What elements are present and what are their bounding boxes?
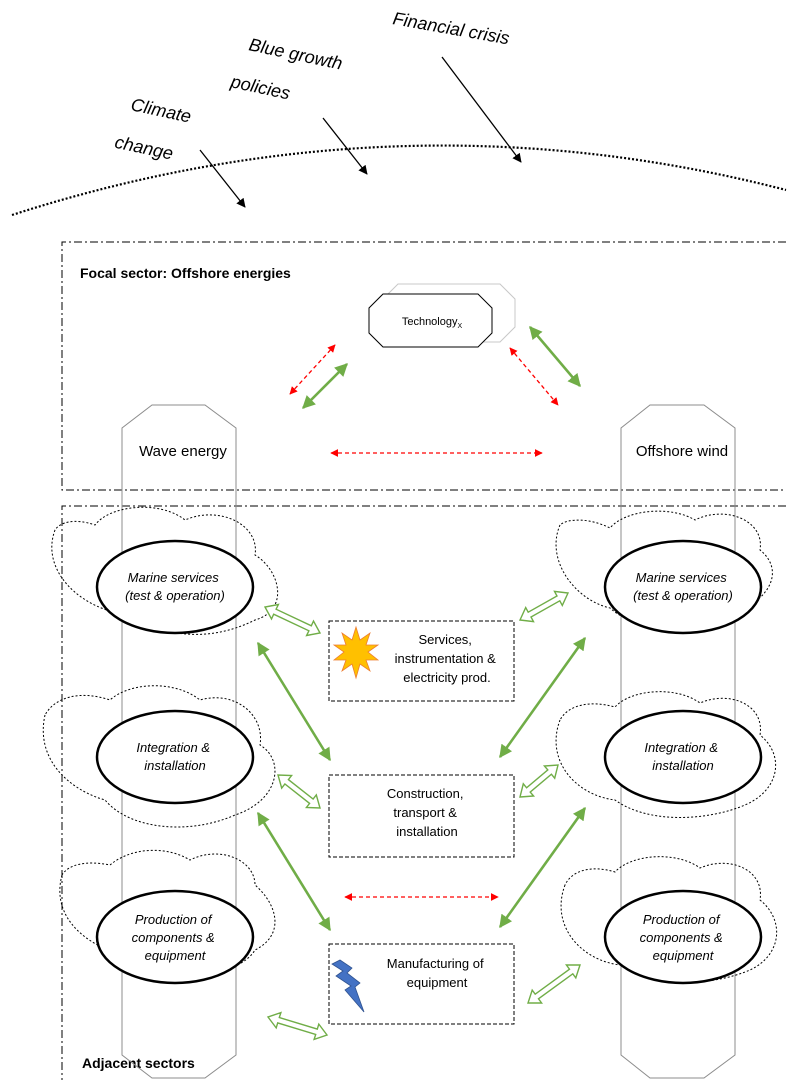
climate-arrow [199, 149, 246, 208]
double-arrow-left-integration-construction [277, 774, 321, 809]
technology-octagon [368, 293, 493, 348]
green-arrow-right-marine-construction [498, 636, 587, 759]
ellipse-right-production-label: Production of components & equipment [640, 912, 727, 963]
adjacent-sectors-boundary [61, 505, 786, 1080]
ellipse-left-production [95, 889, 255, 985]
red-arrow-right-tech [509, 347, 559, 406]
green-arrow-left-tech [302, 363, 348, 409]
green-arrow-left-marine-construction [256, 641, 332, 762]
pillar-label-wind: Offshore wind [636, 443, 728, 460]
green-arrow-right-tech [529, 326, 581, 387]
ellipse-right-integration-label: Integration & installation [644, 740, 721, 773]
financial-arrow [441, 56, 522, 163]
horizon-curve [11, 144, 787, 217]
cloud-right-1 [555, 510, 773, 628]
ellipse-left-integration-label: Integration & installation [136, 740, 213, 773]
double-arrow-left-production-manufacturing [266, 1011, 329, 1041]
svg-text:Blue growth policies: Blue growth policies [228, 32, 349, 114]
external-force-climate: Climate change [113, 93, 246, 208]
external-force-financial: Financial crisis [391, 8, 522, 163]
pillar-wave-energy [121, 404, 237, 1079]
double-arrow-right-production-manufacturing [527, 964, 581, 1004]
blue-growth-arrow [322, 117, 368, 175]
focal-sector-boundary [61, 241, 786, 491]
ellipse-left-production-label: Production of components & equipment [132, 912, 219, 963]
pillar-label-wave: Wave energy [139, 443, 227, 460]
lightning-icon [331, 959, 365, 1013]
box-construction-label: Construction, transport & installation [387, 786, 467, 839]
pillar-offshore-wind [620, 404, 736, 1079]
technology-label: TechnologyX [402, 316, 463, 330]
green-arrow-left-integration-manufacturing [256, 811, 332, 932]
ellipse-left-integration [95, 709, 255, 805]
double-arrow-right-integration-construction [519, 764, 559, 798]
ellipse-right-marine-label: Marine services (test & operation) [633, 570, 733, 603]
svg-text:Climate change: Climate change [113, 93, 198, 167]
green-arrow-right-integration-manufacturing [498, 806, 587, 929]
sun-icon [332, 625, 380, 680]
ellipse-right-marine-services [603, 539, 763, 635]
box-manufacturing-label: Manufacturing of equipment [387, 956, 487, 990]
box-construction [328, 774, 515, 858]
cloud-left-1 [51, 506, 279, 635]
cloud-right-3 [560, 856, 778, 983]
ellipse-left-marine-label: Marine services (test & operation) [125, 570, 225, 603]
red-arrow-left-tech [289, 344, 336, 395]
double-arrow-right-marine-services [518, 590, 570, 623]
svg-text:Financial crisis: Financial crisis [391, 8, 511, 48]
adjacent-sectors-title: Adjacent sectors [82, 1055, 195, 1071]
box-manufacturing [328, 943, 515, 1025]
ellipse-right-integration [603, 709, 763, 805]
double-arrow-left-marine-services [263, 603, 322, 637]
ellipse-right-production [603, 889, 763, 985]
ellipse-left-marine-services [95, 539, 255, 635]
box-services-label: Services, instrumentation & electricity … [395, 632, 500, 685]
focal-sector-title: Focal sector: Offshore energies [80, 265, 291, 281]
